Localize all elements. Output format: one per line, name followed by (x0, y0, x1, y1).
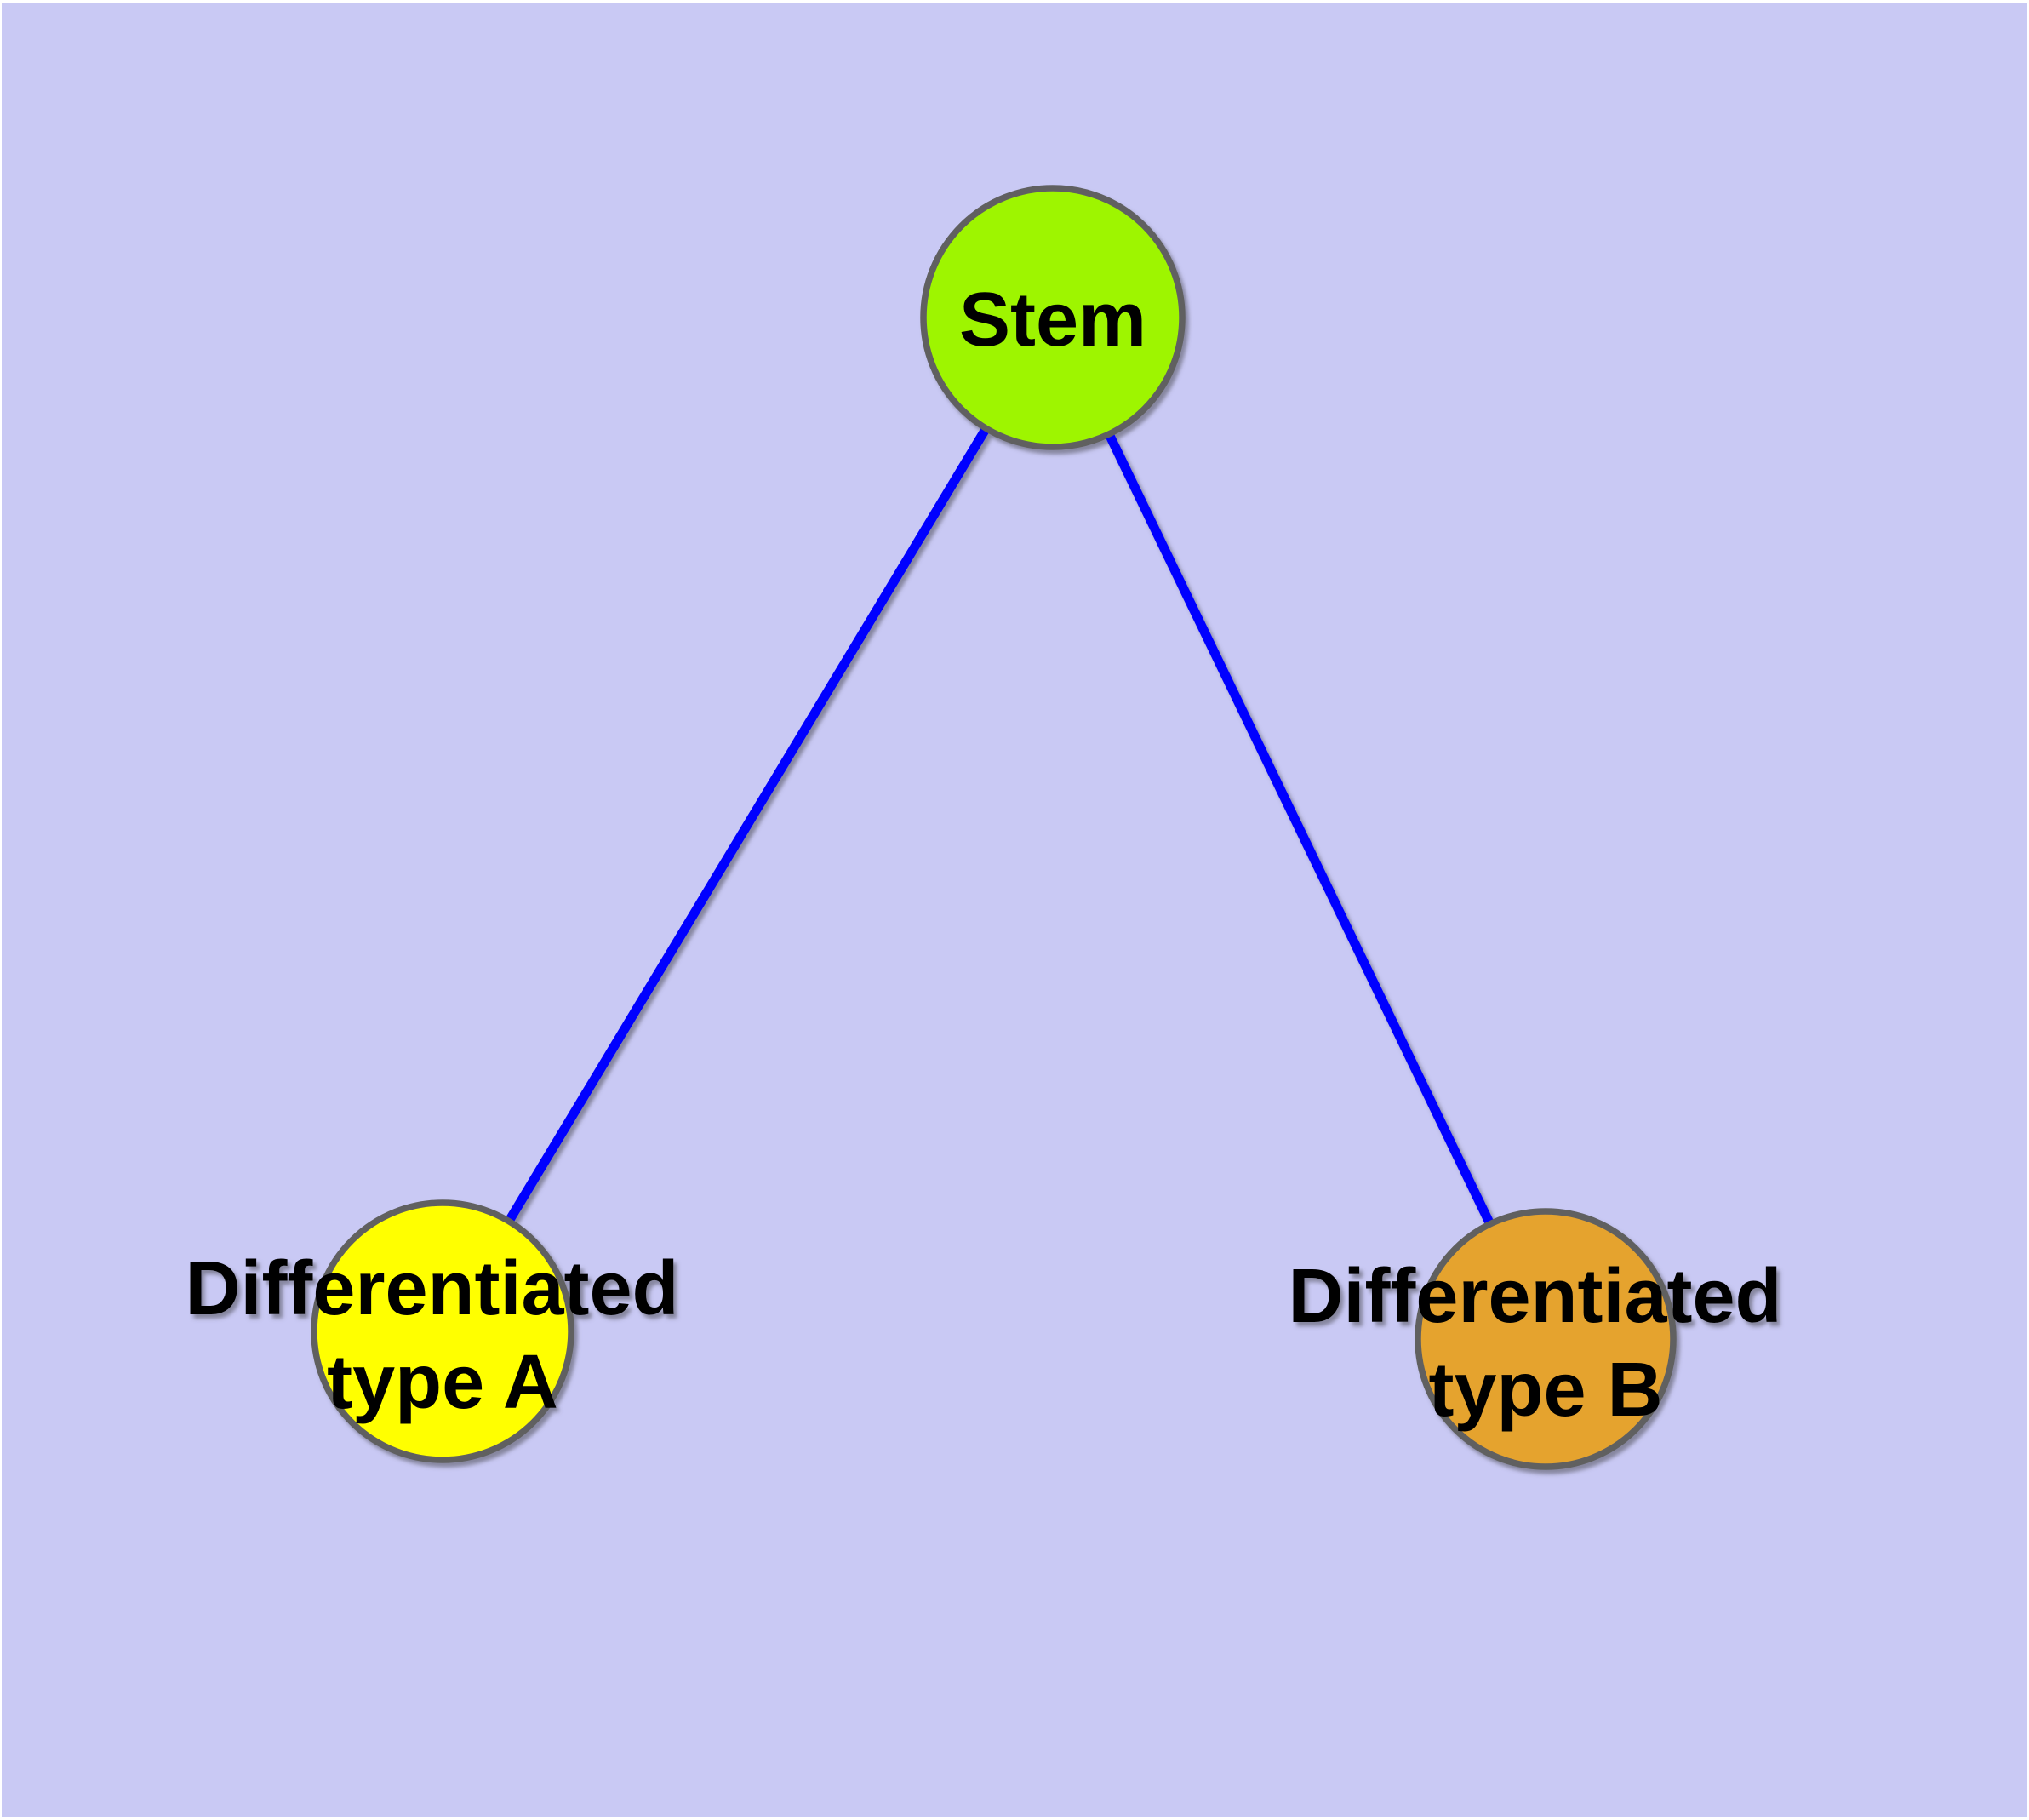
node-type-a-circle (311, 1199, 574, 1463)
node-type-a-label-line2: type A (327, 1340, 558, 1425)
node-type-b: Differentiated type B (1288, 1208, 1803, 1470)
node-type-b-label-line1: Differentiated (1288, 1254, 1781, 1339)
graph-content: Stem Differentiated type A Differentiate… (185, 185, 1803, 1470)
node-stem: Stem (920, 185, 1186, 450)
node-type-a-label-line1: Differentiated (185, 1246, 678, 1331)
node-type-a: Differentiated type A (185, 1199, 700, 1463)
node-type-b-label: Differentiated type B (1288, 1254, 1803, 1433)
edge-stem-to-type-b (1049, 315, 1550, 1342)
node-stem-circle (920, 185, 1186, 450)
node-type-b-circle (1415, 1208, 1677, 1470)
node-type-b-label-line2: type B (1428, 1348, 1662, 1433)
edge-stem-to-type-a (438, 315, 1057, 1334)
node-stem-label: Stem (959, 278, 1146, 363)
node-type-a-label: Differentiated type A (185, 1246, 700, 1425)
